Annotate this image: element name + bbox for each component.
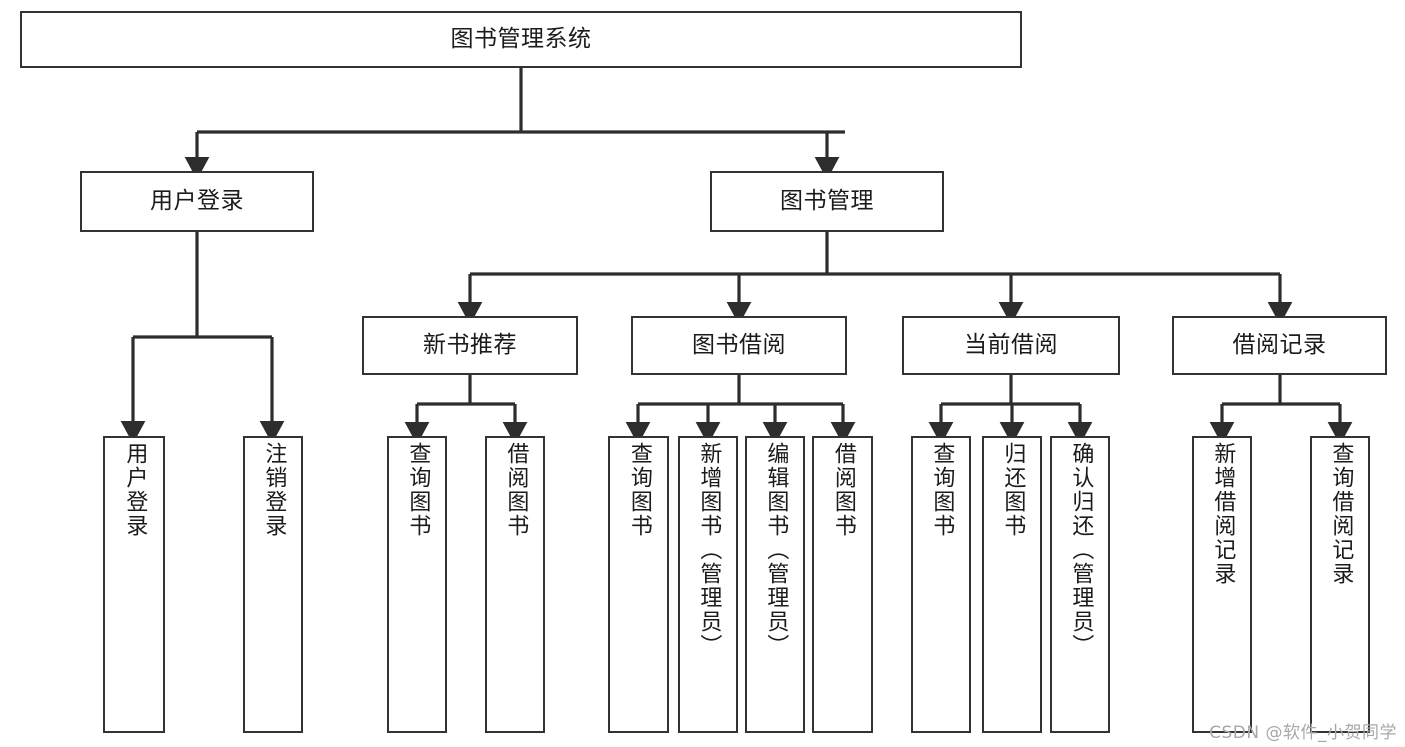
leaf-query-book-3[interactable]: 查询图书 <box>911 436 971 733</box>
leaf-query-record[interactable]: 查询借阅记录 <box>1310 436 1370 733</box>
leaf-query-book-3-label: 查询图书 <box>929 442 955 538</box>
node-root[interactable]: 图书管理系统 <box>20 11 1022 68</box>
leaf-user-login-label: 用户登录 <box>122 442 148 538</box>
watermark: CSDN @软件_小贺同学 <box>1209 723 1397 743</box>
leaf-borrow-book-2[interactable]: 借阅图书 <box>812 436 873 733</box>
leaf-confirm-return[interactable]: 确认归还（管理员） <box>1050 436 1110 733</box>
leaf-query-record-label: 查询借阅记录 <box>1328 442 1354 586</box>
leaf-add-record[interactable]: 新增借阅记录 <box>1192 436 1252 733</box>
leaf-user-logout-label: 注销登录 <box>261 442 287 538</box>
leaf-user-login[interactable]: 用户登录 <box>103 436 165 733</box>
node-new-book-recommend-label: 新书推荐 <box>423 331 517 358</box>
leaf-borrow-book-1[interactable]: 借阅图书 <box>485 436 545 733</box>
node-user-login[interactable]: 用户登录 <box>80 171 314 232</box>
node-book-borrow-label: 图书借阅 <box>692 331 786 358</box>
node-book-manage-label: 图书管理 <box>780 187 874 214</box>
leaf-borrow-book-1-label: 借阅图书 <box>503 442 529 538</box>
node-current-borrow-label: 当前借阅 <box>964 331 1058 358</box>
leaf-query-book-2[interactable]: 查询图书 <box>608 436 669 733</box>
leaf-confirm-return-label: 确认归还（管理员） <box>1068 442 1094 658</box>
leaf-add-record-label: 新增借阅记录 <box>1210 442 1236 586</box>
leaf-edit-book-label: 编辑图书（管理员） <box>763 442 789 658</box>
node-borrow-record[interactable]: 借阅记录 <box>1172 316 1387 375</box>
leaf-return-book[interactable]: 归还图书 <box>982 436 1042 733</box>
node-new-book-recommend[interactable]: 新书推荐 <box>362 316 578 375</box>
leaf-query-book-1[interactable]: 查询图书 <box>387 436 447 733</box>
leaf-user-logout[interactable]: 注销登录 <box>243 436 303 733</box>
leaf-return-book-label: 归还图书 <box>1000 442 1026 538</box>
leaf-edit-book[interactable]: 编辑图书（管理员） <box>745 436 805 733</box>
node-root-label: 图书管理系统 <box>450 25 592 52</box>
node-book-manage[interactable]: 图书管理 <box>710 171 944 232</box>
node-book-borrow[interactable]: 图书借阅 <box>631 316 847 375</box>
leaf-query-book-1-label: 查询图书 <box>405 442 431 538</box>
node-current-borrow[interactable]: 当前借阅 <box>902 316 1120 375</box>
node-user-login-label: 用户登录 <box>150 187 244 214</box>
leaf-query-book-2-label: 查询图书 <box>626 442 652 538</box>
leaf-borrow-book-2-label: 借阅图书 <box>830 442 856 538</box>
leaf-add-book-label: 新增图书（管理员） <box>696 442 722 658</box>
leaf-add-book[interactable]: 新增图书（管理员） <box>678 436 738 733</box>
node-borrow-record-label: 借阅记录 <box>1232 331 1327 358</box>
